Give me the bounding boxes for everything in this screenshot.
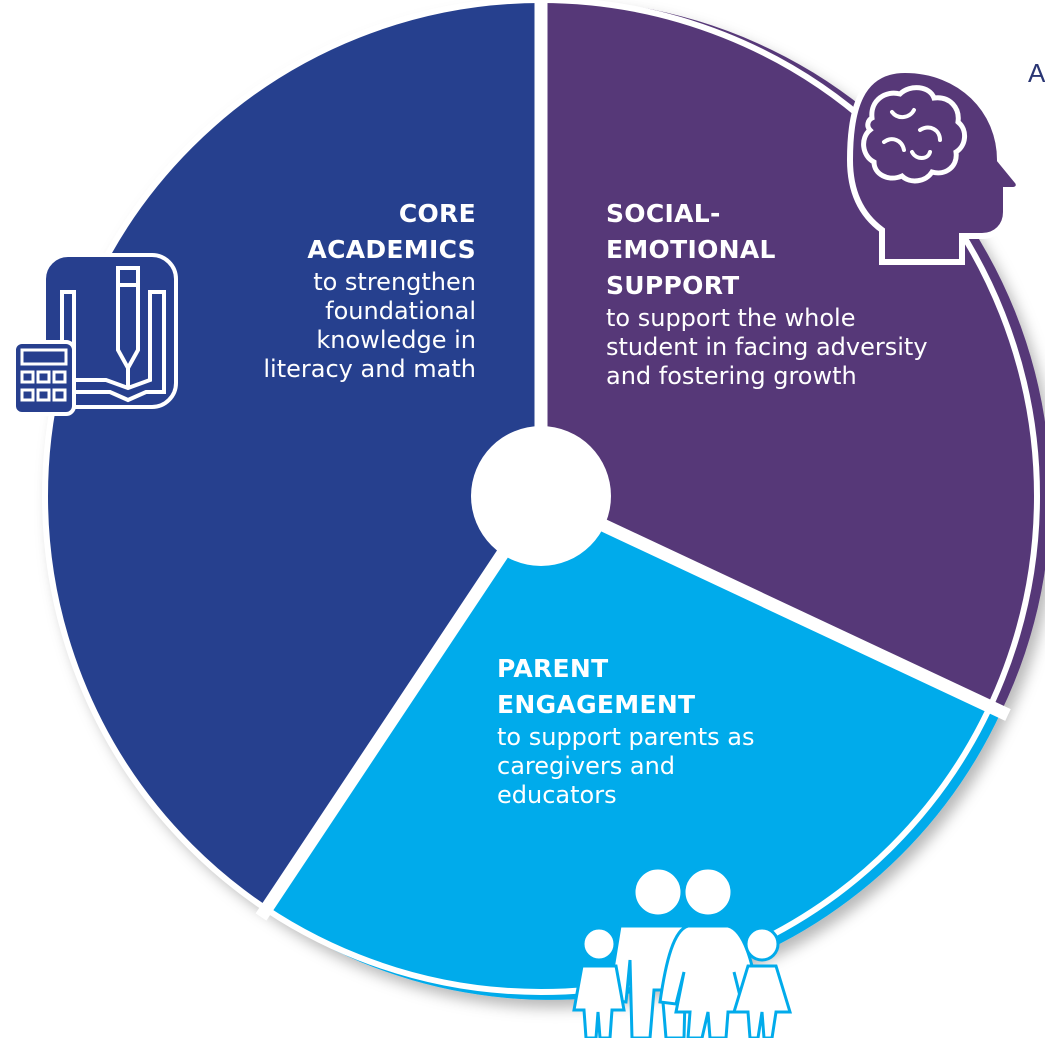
- desc-line: to support the whole: [606, 304, 856, 332]
- desc-line: student in facing adversity: [606, 333, 928, 361]
- title-line: EMOTIONAL: [606, 235, 776, 264]
- desc-line: and fostering growth: [606, 362, 857, 390]
- title-line: CORE: [398, 199, 476, 228]
- title-line: ACADEMICS: [307, 235, 476, 264]
- core-academics-title: CORE ACADEMICS: [180, 196, 476, 268]
- desc-line: to support parents as: [497, 723, 755, 751]
- wheel-outline: [42, 0, 1040, 995]
- brain-head-icon: [846, 66, 1022, 265]
- family-icon: [572, 866, 793, 1038]
- center-hub: [471, 426, 611, 566]
- desc-line: educators: [497, 781, 617, 809]
- book-calculator-icon: [12, 253, 178, 416]
- divider-bottom-left: [255, 492, 547, 921]
- social-emotional-description: to support the whole student in facing a…: [606, 304, 1006, 391]
- core-academics-description: to strengthen foundational knowledge in …: [180, 268, 476, 384]
- social-emotional-text: SOCIAL- EMOTIONAL SUPPORT to support the…: [606, 196, 1006, 391]
- desc-line: foundational: [325, 297, 476, 325]
- divider-right: [538, 490, 1011, 721]
- segment-dividers: [255, 0, 1011, 921]
- corner-letter: A: [1028, 58, 1045, 88]
- core-academics-text: CORE ACADEMICS to strengthen foundationa…: [180, 196, 476, 384]
- desc-line: knowledge in: [316, 326, 476, 354]
- title-line: ENGAGEMENT: [497, 690, 696, 719]
- title-line: PARENT: [497, 654, 609, 683]
- title-line: SOCIAL-: [606, 199, 721, 228]
- social-emotional-title: SOCIAL- EMOTIONAL SUPPORT: [606, 196, 1006, 304]
- title-line: SUPPORT: [606, 271, 740, 300]
- desc-line: caregivers and: [497, 752, 676, 780]
- desc-line: to strengthen: [313, 268, 476, 296]
- desc-line: literacy and math: [263, 355, 476, 383]
- parent-engagement-title: PARENT ENGAGEMENT: [497, 651, 837, 723]
- parent-engagement-text: PARENT ENGAGEMENT to support parents as …: [497, 651, 837, 810]
- segment-parent-engagement: [266, 496, 1001, 1000]
- parent-engagement-description: to support parents as caregivers and edu…: [497, 723, 837, 810]
